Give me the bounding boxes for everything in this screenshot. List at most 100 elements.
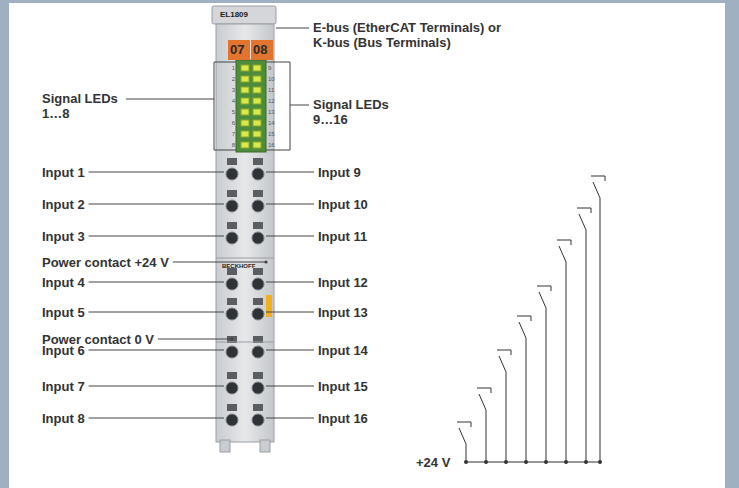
led-number: 16 bbox=[268, 142, 275, 148]
terminal-label: Input 12 bbox=[318, 275, 368, 290]
signal-led bbox=[253, 98, 261, 104]
terminal-label: Input 10 bbox=[318, 197, 368, 212]
bracket bbox=[214, 62, 236, 150]
wire-entry bbox=[226, 346, 238, 358]
signal-led bbox=[253, 109, 261, 115]
led-number: 14 bbox=[268, 120, 275, 126]
brand-name: BECKHOFF bbox=[222, 263, 255, 270]
release-slot bbox=[253, 268, 263, 275]
release-slot bbox=[227, 298, 237, 305]
signal-led bbox=[241, 87, 249, 93]
led-number: 4 bbox=[232, 98, 235, 104]
signal-led bbox=[253, 131, 261, 137]
leader-line bbox=[89, 204, 224, 205]
led-number: 15 bbox=[268, 131, 275, 137]
release-slot bbox=[253, 222, 263, 229]
release-slot bbox=[253, 372, 263, 379]
leader-line bbox=[89, 350, 224, 351]
terminal-housing bbox=[216, 24, 274, 442]
wire-entry bbox=[226, 232, 238, 244]
release-slot bbox=[253, 298, 263, 305]
signal-led bbox=[253, 142, 261, 148]
release-slot bbox=[227, 158, 237, 165]
led-number: 9 bbox=[268, 65, 271, 71]
terminal-label: Input 13 bbox=[318, 305, 368, 320]
led-number: 10 bbox=[268, 76, 275, 82]
terminal-label: Input 2 bbox=[42, 197, 85, 212]
signal-led bbox=[253, 87, 261, 93]
wire-entry bbox=[252, 382, 264, 394]
release-slot bbox=[227, 404, 237, 411]
led-number: 11 bbox=[268, 87, 274, 93]
wire-entry bbox=[226, 200, 238, 212]
leader-line bbox=[173, 262, 266, 263]
wire-entry bbox=[226, 278, 238, 290]
signal-led bbox=[241, 109, 249, 115]
led-number: 3 bbox=[232, 87, 235, 93]
terminal-label: Input 14 bbox=[318, 343, 368, 358]
wire-entry bbox=[252, 232, 264, 244]
leader-line bbox=[266, 418, 314, 419]
leader-line bbox=[89, 172, 224, 173]
leader-line bbox=[290, 105, 309, 106]
terminal-label: Input 7 bbox=[42, 379, 85, 394]
wire-entry bbox=[226, 382, 238, 394]
bracket bbox=[266, 62, 290, 150]
leader-line bbox=[89, 418, 224, 419]
terminal-label: Input 11 bbox=[318, 229, 367, 244]
terminal-label: Input 9 bbox=[318, 165, 361, 180]
wire-entry bbox=[252, 414, 264, 426]
frame-top bbox=[0, 0, 739, 3]
leader-line bbox=[89, 386, 224, 387]
leader-dot bbox=[230, 337, 233, 340]
release-slot bbox=[227, 222, 237, 229]
housing-seam bbox=[216, 258, 274, 259]
terminal-label: Input 15 bbox=[318, 379, 368, 394]
terminal-label: Input 1 bbox=[42, 165, 85, 180]
tag-number: 07 bbox=[230, 42, 250, 57]
spring-contacts bbox=[226, 158, 264, 426]
leader-line bbox=[276, 28, 309, 29]
terminal-label: Power contact +24 V bbox=[42, 255, 169, 270]
terminal-cap bbox=[212, 6, 276, 24]
housing-seam bbox=[216, 342, 274, 343]
bus-label: E-bus (EtherCAT Terminals) or K-bus (Bus… bbox=[313, 20, 503, 50]
led-panel bbox=[236, 60, 266, 152]
leader-line bbox=[266, 350, 314, 351]
terminal-label: Input 16 bbox=[318, 411, 368, 426]
wire-entry bbox=[252, 200, 264, 212]
release-slot bbox=[253, 404, 263, 411]
leader-line bbox=[126, 99, 214, 100]
terminal-label: Input 5 bbox=[42, 305, 85, 320]
leader-line bbox=[266, 236, 314, 237]
release-slot bbox=[227, 268, 237, 275]
release-slot bbox=[253, 190, 263, 197]
terminal-foot bbox=[220, 440, 230, 452]
release-slot bbox=[227, 372, 237, 379]
leader-line bbox=[266, 386, 314, 387]
wire-entry bbox=[226, 308, 238, 320]
leader-line bbox=[89, 236, 224, 237]
wire-entry bbox=[252, 168, 264, 180]
led-label: Signal LEDs 1…8 bbox=[42, 91, 122, 121]
release-slot bbox=[253, 158, 263, 165]
tag-number: 08 bbox=[253, 42, 273, 57]
leader-line bbox=[266, 282, 314, 283]
leader-line bbox=[89, 312, 224, 313]
terminal-label: Input 3 bbox=[42, 229, 85, 244]
leader-line bbox=[266, 204, 314, 205]
frame-left bbox=[0, 0, 9, 488]
switch-symbols bbox=[457, 176, 605, 464]
terminal-label: Input 6 bbox=[42, 343, 85, 358]
led-row bbox=[241, 65, 261, 148]
signal-led bbox=[241, 98, 249, 104]
led-label: Signal LEDs 9…16 bbox=[313, 97, 393, 127]
signal-led bbox=[241, 131, 249, 137]
model-name: EL1809 bbox=[220, 10, 248, 19]
terminal-foot bbox=[260, 440, 270, 452]
signal-led bbox=[241, 142, 249, 148]
led-number: 1 bbox=[232, 65, 235, 71]
led-number: 12 bbox=[268, 98, 275, 104]
